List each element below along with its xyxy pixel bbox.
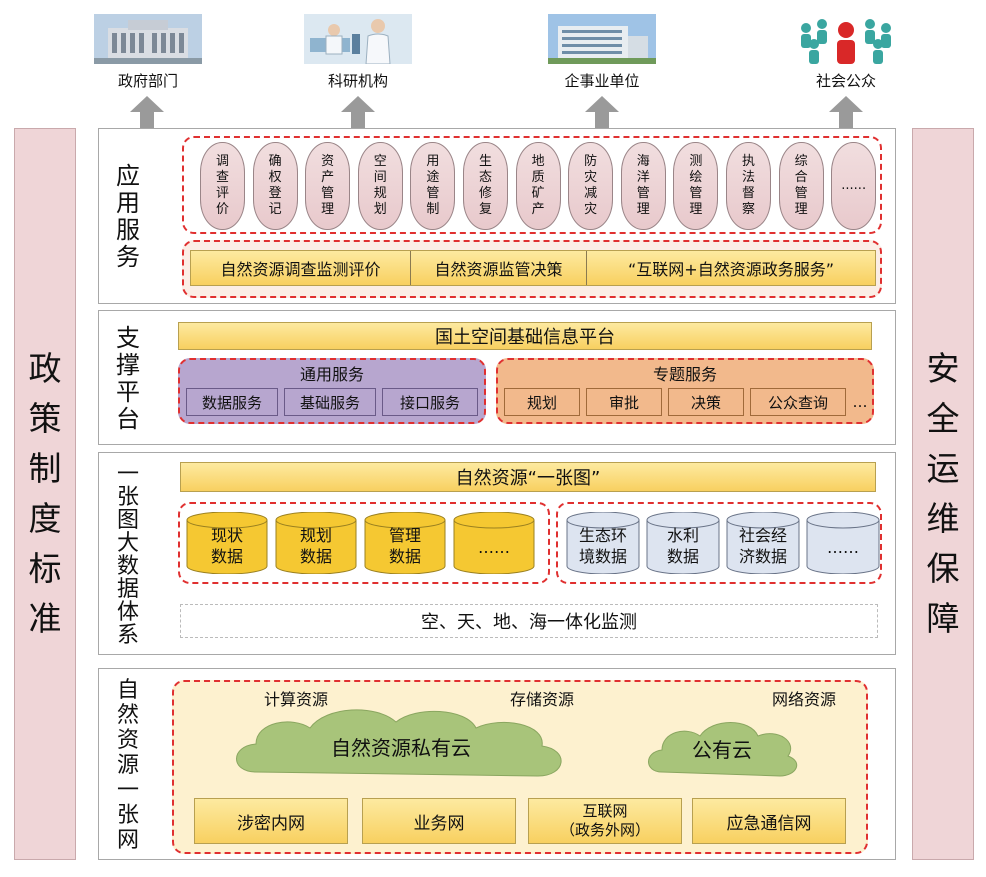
- app-item: 资产管理: [305, 142, 351, 230]
- service-gov-online: “互联网+自然资源政务服务”: [628, 260, 834, 279]
- special-services-group: [496, 358, 874, 424]
- general-service-item: 接口服务: [382, 388, 478, 416]
- ext-data-group: [556, 502, 882, 584]
- government-building-icon: [94, 14, 202, 64]
- up-arrow-icon: [130, 96, 164, 130]
- special-service-more: …: [852, 393, 868, 411]
- general-service-item: 数据服务: [186, 388, 278, 416]
- user-public: 社会公众: [776, 14, 916, 91]
- app-item: 确权登记: [252, 142, 298, 230]
- apps-group: [182, 136, 882, 234]
- layer-title: 自然 资源 一张 网: [116, 677, 139, 853]
- app-item: 用途管制: [410, 142, 456, 230]
- ext-data-cylinder: 水利数据: [646, 512, 720, 574]
- service-survey: 自然资源调查监测评价: [191, 251, 411, 285]
- app-item: 地质矿产: [515, 142, 561, 230]
- ext-data-cylinder: 社会经济数据: [726, 512, 800, 574]
- business-network: 业务网: [362, 798, 516, 844]
- public-crowd-icon: [792, 14, 900, 64]
- app-item: 综合管理: [778, 142, 824, 230]
- one-map-bar: 自然资源“一张图”: [180, 462, 876, 492]
- core-data-cylinder: 管理数据: [364, 512, 446, 574]
- app-item: 测绘管理: [673, 142, 719, 230]
- special-service-item: 审批: [586, 388, 662, 416]
- app-item: 防灾减灾: [568, 142, 614, 230]
- core-data-cylinder: 现状数据: [186, 512, 268, 574]
- general-services-group: [178, 358, 486, 424]
- compute-resource-label: 计算资源: [264, 690, 329, 709]
- app-item: 调查评价: [200, 142, 245, 230]
- core-data-cylinder: 规划数据: [275, 512, 357, 574]
- up-arrow-icon: [341, 96, 375, 130]
- user-research: 科研机构: [288, 14, 428, 91]
- network-resource-label: 网络资源: [772, 690, 837, 709]
- app-item: ......: [831, 142, 877, 230]
- app-item: 海洋管理: [620, 142, 666, 230]
- storage-resource-label: 存储资源: [510, 690, 575, 709]
- service-supervision: 自然资源监管决策: [411, 251, 587, 285]
- private-cloud-icon: [236, 709, 562, 777]
- special-service-item: 决策: [668, 388, 744, 416]
- layer-title: 支撑 平台: [116, 323, 140, 433]
- up-arrow-icon: [585, 96, 619, 130]
- user-label: 企事业单位: [564, 72, 640, 90]
- app-item: 生态修复: [463, 142, 508, 230]
- user-label: 政府部门: [117, 72, 178, 90]
- layer-title: 一张 图大 数据 体系: [116, 461, 139, 648]
- app-item: 执法督察: [726, 142, 771, 230]
- user-enterprise: 企事业单位: [532, 14, 672, 91]
- core-data-cylinder: ……: [453, 512, 535, 574]
- general-services-title: 通用服务: [299, 365, 364, 384]
- special-services-title: 专题服务: [652, 365, 717, 384]
- ext-data-cylinder: 生态环境数据: [566, 512, 640, 574]
- research-lab-icon: [304, 14, 412, 65]
- classified-intranet: 涉密内网: [194, 798, 348, 844]
- up-arrow-icon: [829, 96, 863, 130]
- office-building-icon: [548, 14, 656, 64]
- layer-title: 应用 服务: [116, 162, 140, 271]
- security-ops-column: 安全运 维保障: [912, 128, 974, 860]
- public-cloud-icon: [648, 722, 798, 777]
- user-label: 社会公众: [815, 72, 876, 90]
- ext-data-cylinder: ……: [806, 512, 880, 574]
- emergency-comm-network: 应急通信网: [692, 798, 846, 844]
- internet-gov-extranet: 互联网（政务外网）: [528, 798, 682, 844]
- policy-standards-column: 政策制 度标准: [14, 128, 76, 860]
- special-service-item: 公众查询: [750, 388, 846, 416]
- services-bar: 自然资源调查监测评价 自然资源监管决策 “互联网+自然资源政务服务”: [190, 250, 876, 286]
- private-cloud-label: 自然资源私有云: [331, 735, 471, 760]
- core-data-group: [178, 502, 550, 584]
- special-service-item: 规划: [504, 388, 580, 416]
- general-service-item: 基础服务: [284, 388, 376, 416]
- integrated-monitoring-bar: 空、天、地、海一体化监测: [180, 604, 878, 638]
- platform-bar: 国土空间基础信息平台: [178, 322, 872, 350]
- app-item: 空间规划: [357, 142, 403, 230]
- user-government: 政府部门: [78, 14, 218, 91]
- public-cloud-label: 公有云: [692, 737, 752, 762]
- user-label: 科研机构: [327, 72, 388, 90]
